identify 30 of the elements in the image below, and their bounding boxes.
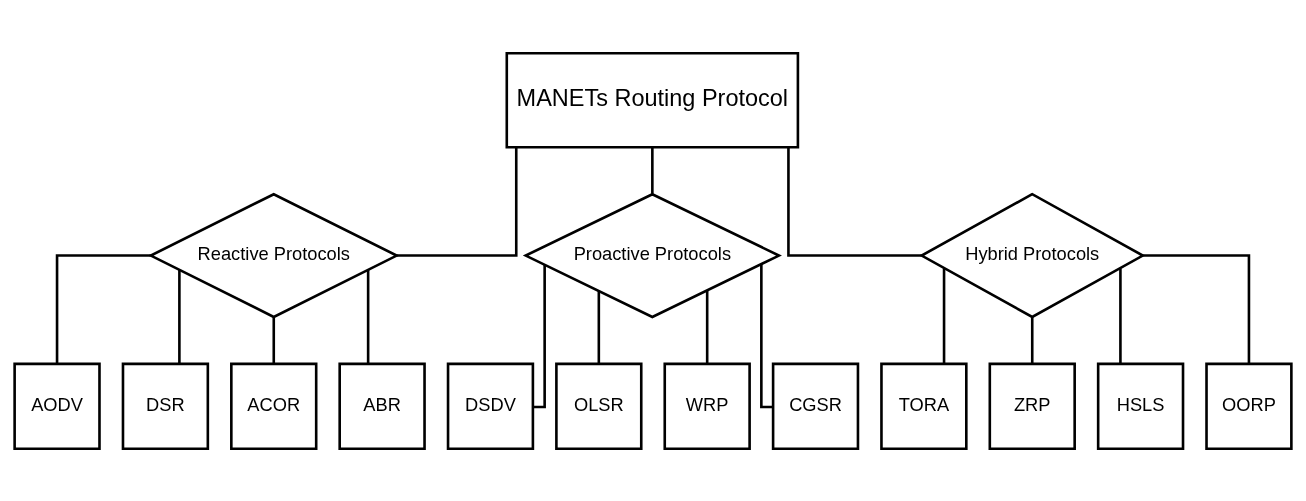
connector: [533, 264, 546, 408]
node-box: AODV: [13, 362, 101, 450]
connector: [651, 146, 654, 194]
connector: [1143, 253, 1251, 364]
connector: [272, 316, 276, 364]
connector: [396, 146, 518, 257]
node-box: WRP: [663, 362, 751, 450]
node-box: ZRP: [988, 362, 1076, 450]
connector: [597, 290, 601, 364]
node-box: TORA: [880, 362, 968, 450]
connector: [366, 269, 370, 364]
connector: [942, 267, 946, 364]
node-box: HSLS: [1096, 362, 1185, 450]
connector: [178, 269, 181, 364]
node-box: OORP: [1205, 362, 1293, 450]
node-box: DSR: [121, 362, 210, 450]
node-box: CGSR: [771, 362, 860, 450]
connector: [55, 253, 151, 364]
node-box: MANETs Routing Protocol: [505, 51, 800, 149]
connector: [705, 290, 709, 363]
node-diamond: Proactive Protocols: [522, 192, 782, 318]
connector: [760, 263, 773, 408]
node-box: ACOR: [230, 362, 318, 450]
connector: [1119, 267, 1122, 364]
node-box: ABR: [338, 362, 426, 450]
node-box: DSDV: [446, 362, 535, 450]
node-diamond: Hybrid Protocols: [919, 192, 1146, 318]
node-box: OLSR: [555, 362, 643, 450]
connector: [787, 146, 922, 257]
connector: [1030, 316, 1034, 364]
